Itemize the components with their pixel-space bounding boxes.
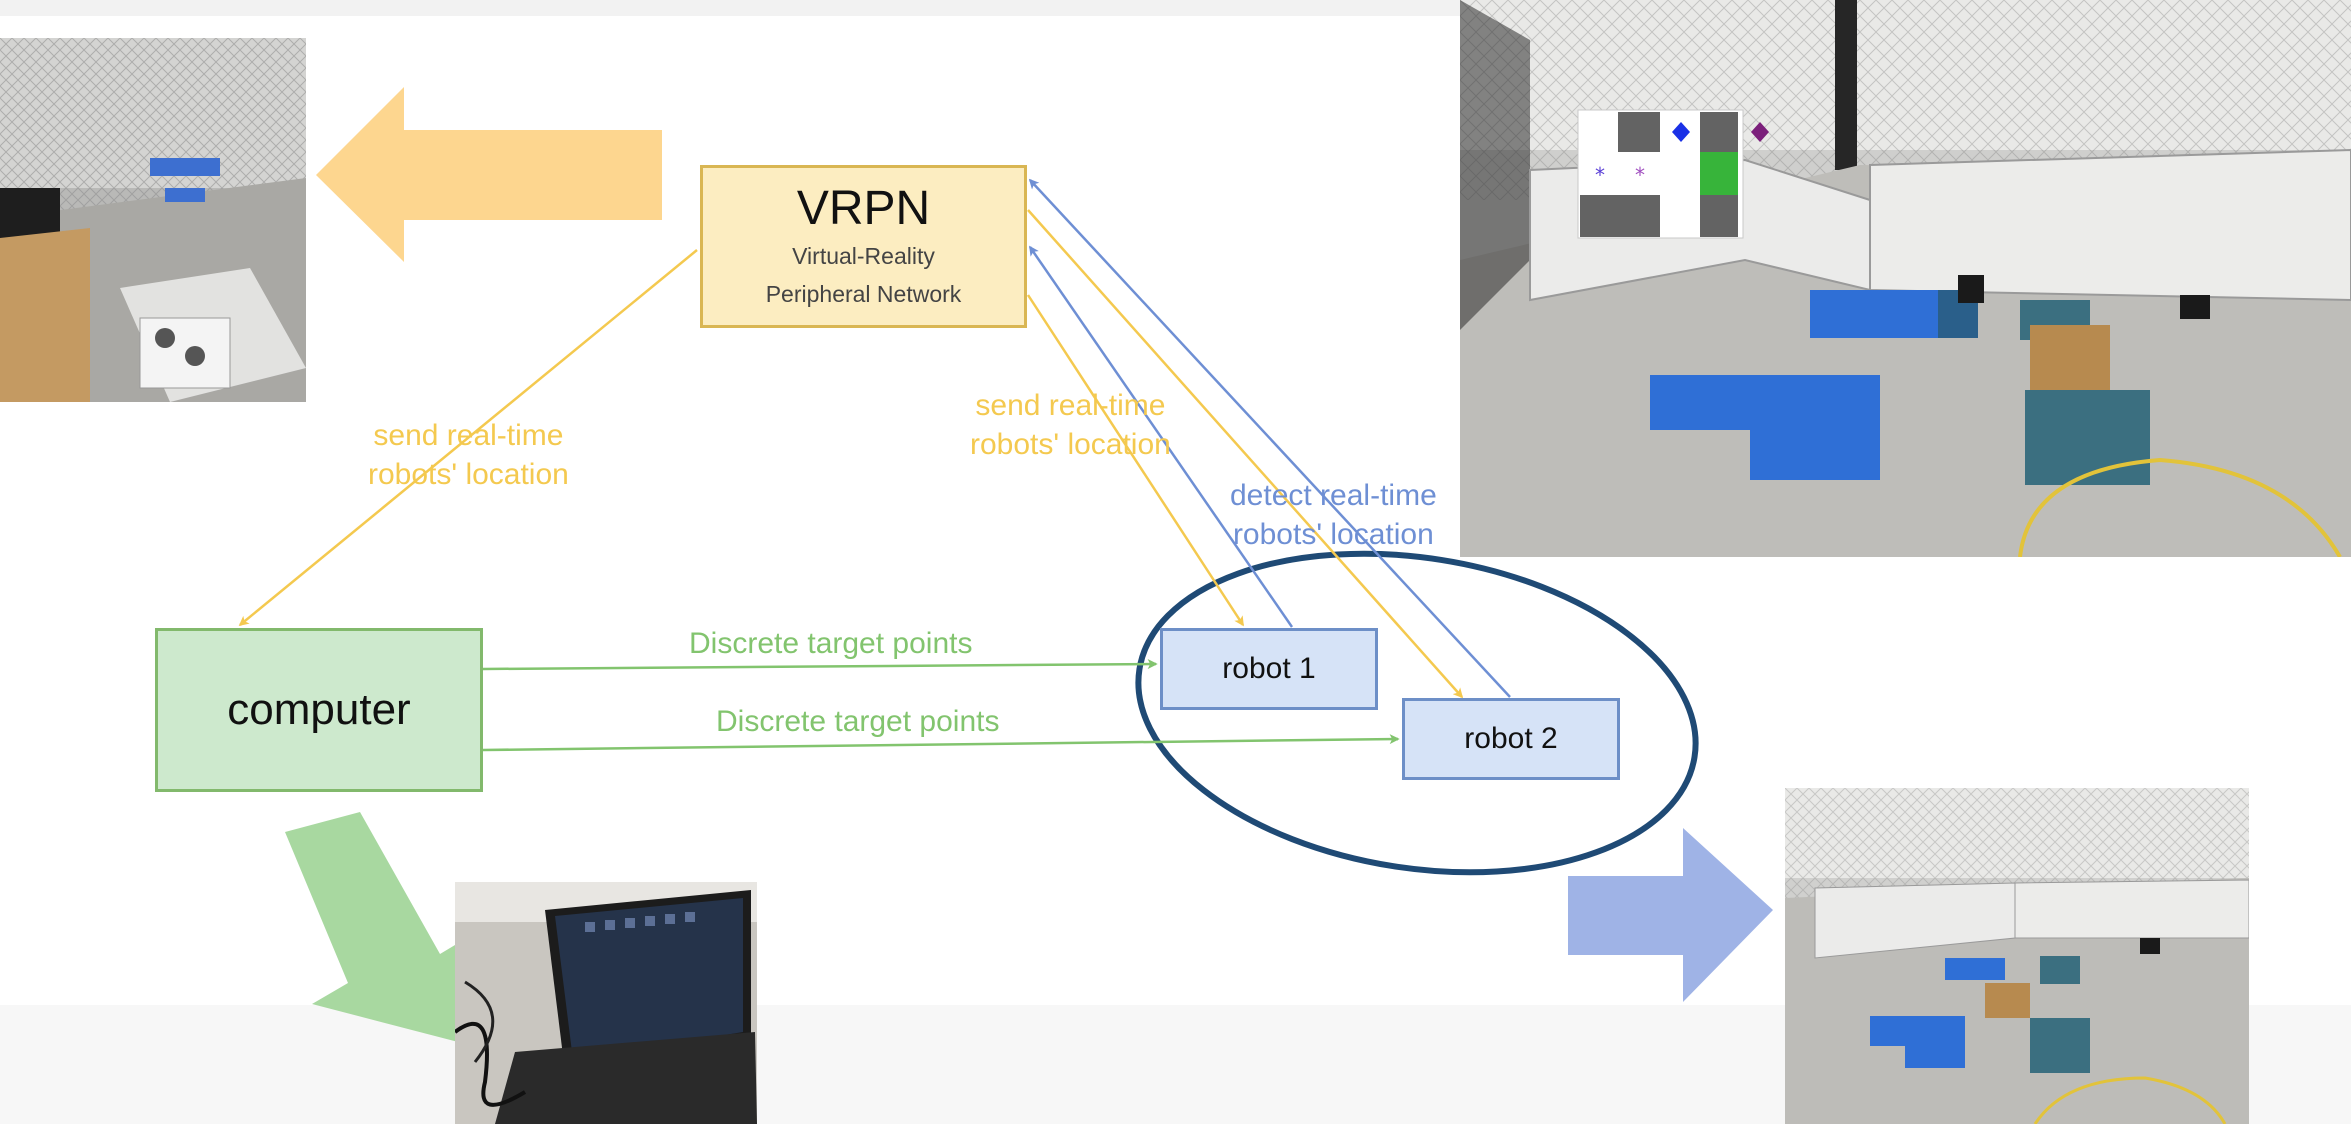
big-arrow-yellow <box>316 87 662 262</box>
arrow-robot2-to-vrpn <box>1028 178 1511 698</box>
arrow-computer-to-robot2 <box>482 734 1400 752</box>
big-arrow-green <box>285 812 475 1043</box>
robot1-node: robot 1 <box>1160 628 1378 710</box>
vrpn-title: VRPN <box>796 181 931 235</box>
vrpn-node: VRPN Virtual-Reality Peripheral Network <box>700 165 1027 328</box>
edge-label-discrete-1: Discrete target points <box>689 627 973 660</box>
map-marker: * <box>1595 163 1605 187</box>
edge-label-discrete-2: Discrete target points <box>716 705 1000 738</box>
map-marker: * <box>1635 163 1645 187</box>
robot2-label: robot 2 <box>1464 722 1558 755</box>
arrow-computer-to-robot1 <box>482 659 1158 671</box>
edge-label-send-left: send real-time robots' location <box>368 416 569 494</box>
edge-label-line: detect real-time <box>1230 479 1437 512</box>
robot2-node: robot 2 <box>1402 698 1620 780</box>
robot1-label: robot 1 <box>1222 652 1316 685</box>
edge-label-line: robots' location <box>970 428 1171 461</box>
arrow-vrpn-to-computer <box>238 249 698 627</box>
big-arrow-blue <box>1568 828 1773 1002</box>
photo-laptop <box>455 882 757 1124</box>
edge-label-line: send real-time <box>975 389 1166 422</box>
computer-label: computer <box>227 685 411 734</box>
edge-label-detect: detect real-time robots' location <box>1230 476 1437 554</box>
arrow-vrpn-to-robot1 <box>1026 294 1245 627</box>
edge-label-line: send real-time <box>373 419 564 452</box>
edge-label-line: robots' location <box>368 458 569 491</box>
photo-arena-top: * * <box>1460 0 2351 557</box>
vrpn-subtitle-line1: Virtual-Reality <box>792 242 935 269</box>
edge-label-send-right: send real-time robots' location <box>970 386 1171 464</box>
arrow-vrpn-to-robot2 <box>1027 209 1464 699</box>
edge-label-line: robots' location <box>1232 518 1434 551</box>
vrpn-subtitle-line2: Peripheral Network <box>765 280 962 307</box>
arrow-robot1-to-vrpn <box>1028 245 1294 628</box>
robots-group-ellipse <box>1135 550 1699 876</box>
computer-node: computer <box>155 628 483 792</box>
photo-vrpn-setup <box>0 38 306 402</box>
photo-arena-bottom <box>1785 788 2249 1124</box>
